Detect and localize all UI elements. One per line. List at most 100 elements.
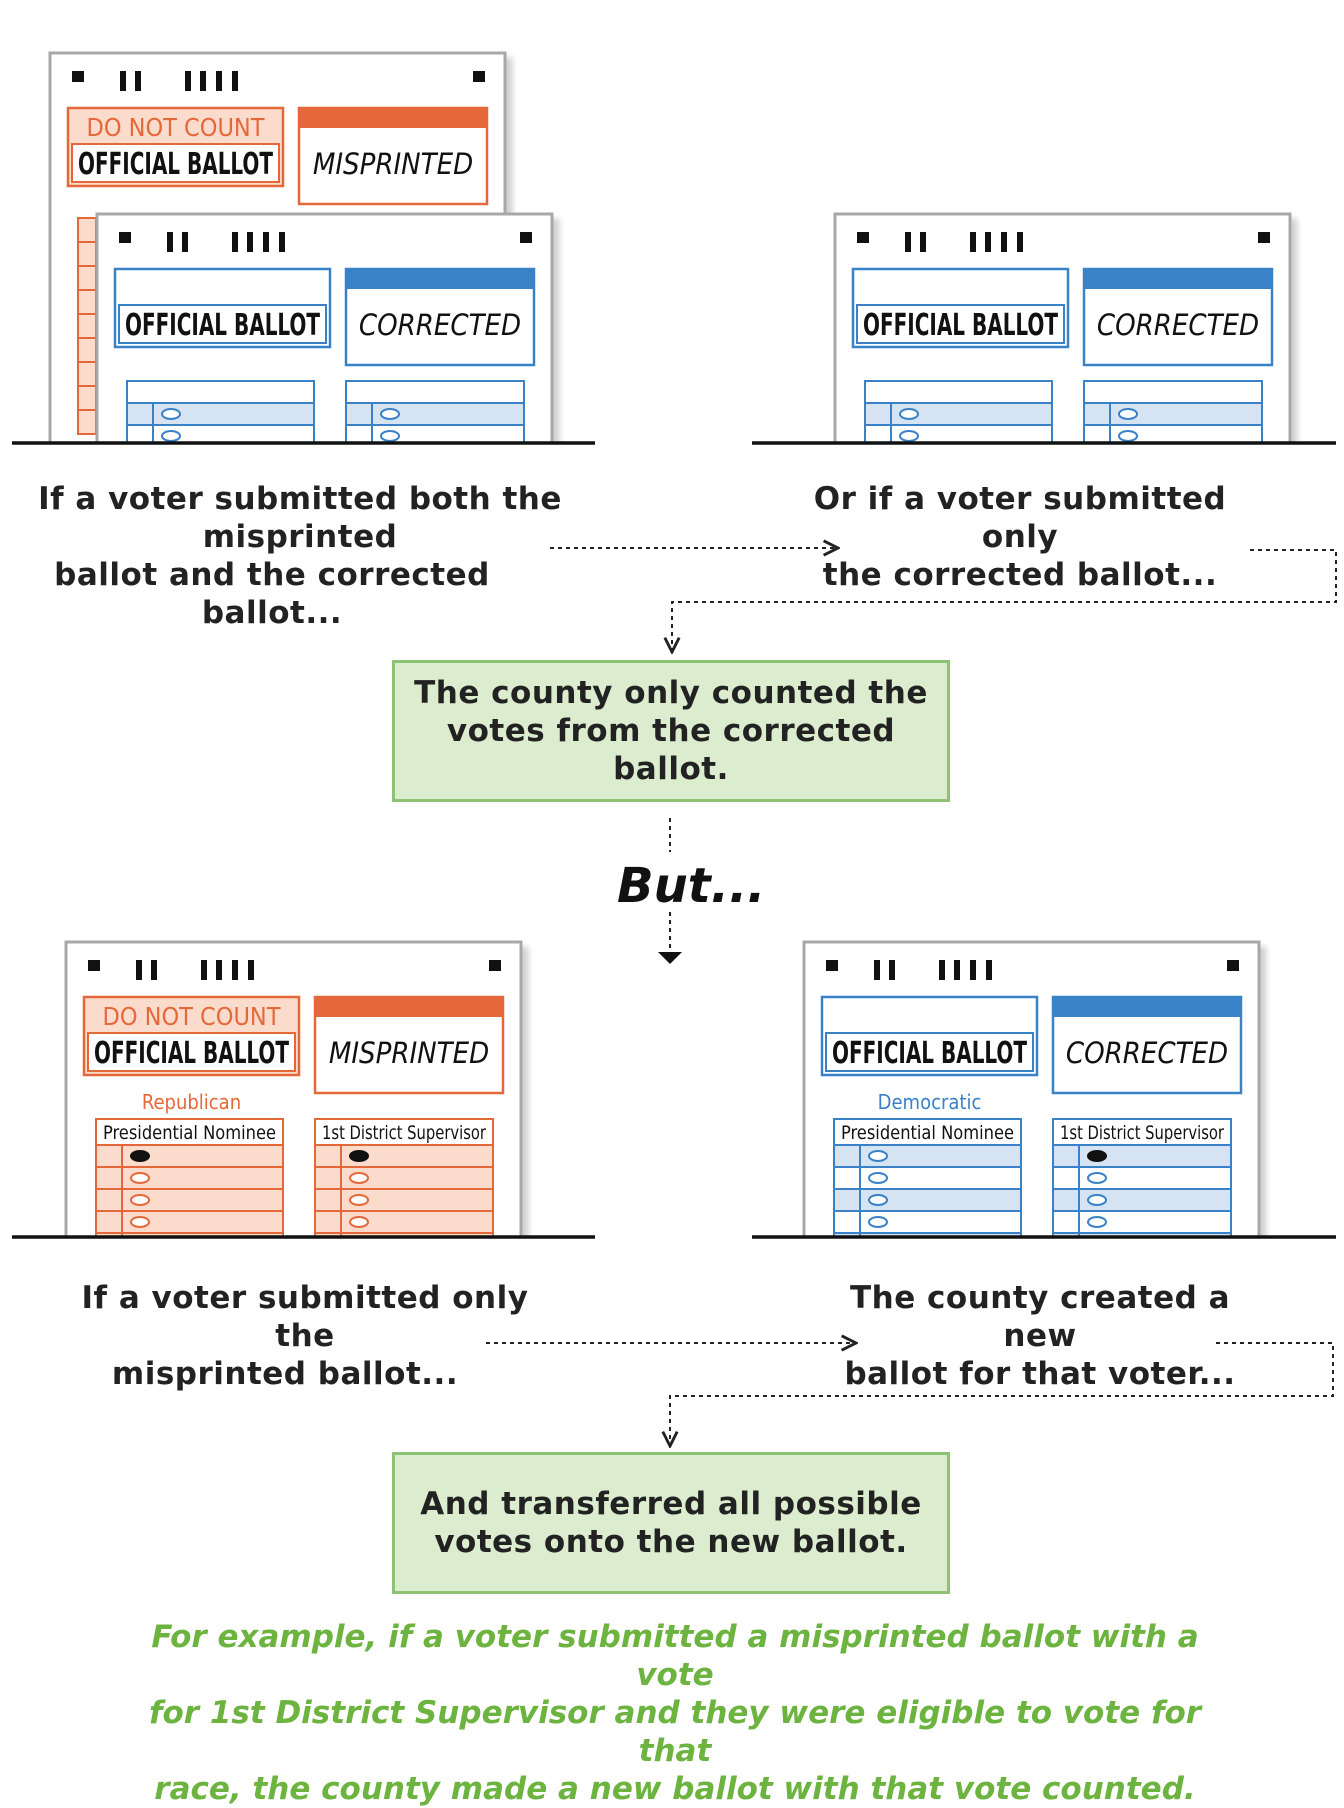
candidate-row [833,1232,1022,1237]
barcode-bar [920,232,926,252]
party-label: Republican [142,1090,241,1114]
contest-title-box [1083,380,1263,404]
do-not-count-label: DO NOT COUNT [87,113,265,142]
vote-bubble [1119,453,1137,463]
barcode-bar [905,232,911,252]
official-ballot-box [87,1032,296,1072]
vote-bubble [130,1172,150,1184]
official-ballot-label: OFFICIAL BALLOT [832,1036,1027,1071]
candidate-row [95,1232,284,1237]
contest-title-box [864,380,1053,404]
timing-mark [88,960,100,971]
back-row-edge [77,289,97,315]
corrected-label: CORRECTED [1097,308,1259,342]
misprinted-label: MISPRINTED [313,147,473,181]
corrected-ballot-front: OFFICIAL BALLOT CORRECTED [95,212,554,469]
vote-bubble [1118,430,1138,442]
vote-bubble [380,430,400,442]
candidate-row [95,1144,284,1168]
official-ballot-box [71,143,280,183]
corrected-label: CORRECTED [359,308,521,342]
contest-title: Presidential Nominee [103,1122,276,1144]
back-ballot-rows [77,217,97,435]
barcode-bar [216,960,222,980]
candidate-row [314,1232,494,1237]
back-row-edge [77,409,97,435]
barcode-bar [216,71,222,91]
back-row-edge [77,337,97,363]
barcode-bar [970,232,976,252]
timing-mark [857,232,869,243]
vote-bubble [1087,1172,1107,1184]
barcode-bar [1017,232,1023,252]
corrected-label: CORRECTED [1066,1036,1228,1070]
corrected-ballot-only: OFFICIAL BALLOT CORRECTED [833,212,1292,463]
flow-arrows [486,548,1337,1446]
vote-bubble [349,1150,369,1162]
vote-bubble [1087,1216,1107,1228]
contest-title: 1st District Supervisor [322,1122,487,1144]
barcode-bar [201,960,207,980]
official-ballot-box [856,304,1065,344]
official-ballot-label: OFFICIAL BALLOT [94,1036,289,1071]
vote-bubble [162,453,180,463]
timing-mark [489,960,501,971]
do-not-count-label: DO NOT COUNT [103,1002,281,1031]
contest-title: Presidential Nominee [841,1122,1014,1144]
barcode-bar [151,960,157,980]
vote-bubble [381,453,399,463]
barcode-bar [232,960,238,980]
status-band [1053,997,1241,1017]
barcode-bar [279,232,285,252]
barcode-bar [985,232,991,252]
back-row-edge [77,361,97,387]
vote-bubble [349,1216,369,1228]
barcode-bar [247,232,253,252]
status-band [299,108,487,128]
official-ballot-label: OFFICIAL BALLOT [863,308,1058,343]
barcode-bar [970,960,976,980]
barcode-bar [232,232,238,252]
official-ballot-label: OFFICIAL BALLOT [125,308,320,343]
vote-bubble [349,1194,369,1206]
barcode-bar [200,71,206,91]
status-band [1084,269,1272,289]
barcode-bar [120,71,126,91]
barcode-bar [185,71,191,91]
timing-mark [1227,960,1239,971]
back-row-edge [77,385,97,411]
vote-bubble [161,430,181,442]
down-arrowhead [658,952,682,964]
vote-bubble [161,408,181,420]
misprinted-label: MISPRINTED [329,1036,489,1070]
candidate-row [95,1166,284,1190]
vote-bubble [130,1150,150,1162]
candidate-row [95,1188,284,1212]
barcode-bar [954,960,960,980]
vote-bubble [1087,1150,1107,1162]
vote-bubble [349,1172,369,1184]
vote-bubble [899,408,919,420]
timing-mark [72,71,84,82]
candidate-row [95,1210,284,1234]
candidate-row [346,447,524,469]
timing-mark [520,232,532,243]
candidate-row [864,402,1053,426]
arrow-to-transferred-box [670,1342,1334,1446]
back-row-edge [77,217,97,243]
vote-bubble [350,1239,368,1249]
back-row-edge [77,241,97,267]
barcode-bar [874,960,880,980]
contest-title-box [126,380,315,404]
barcode-bar [248,960,254,980]
candidate-row [126,402,315,426]
barcode-bar [1001,232,1007,252]
contest-title-box [345,380,525,404]
contest-title: 1st District Supervisor [1060,1122,1225,1144]
vote-bubble [1118,408,1138,420]
but-label: But... [617,858,766,914]
contest-title-box [95,1118,284,1146]
